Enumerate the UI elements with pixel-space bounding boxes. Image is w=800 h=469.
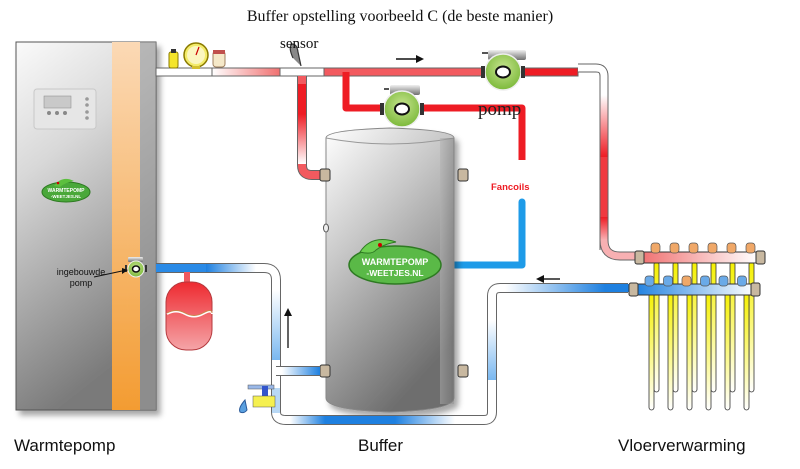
- manifold-return-valve: [737, 275, 747, 287]
- tank-return-pipe: [276, 366, 320, 376]
- floor-loop-return: [648, 291, 655, 411]
- tank-sensor-socket: [323, 223, 329, 233]
- manifold-supply-valve: [707, 242, 718, 254]
- heat-pump-caption: Warmtepomp: [14, 436, 116, 455]
- logo-text-small-2: -WEETJES.NL: [51, 194, 82, 199]
- floor-loop-return: [667, 291, 674, 411]
- expansion-vessel: [165, 272, 213, 351]
- manifold-return-valve: [718, 275, 729, 287]
- built-in-pump: [125, 257, 147, 278]
- manifold-return-valve: [681, 275, 692, 287]
- circulation-pump-fancoil: [380, 85, 424, 128]
- circulation-pump-main: [481, 50, 526, 91]
- flow-arrow-left: [536, 275, 560, 283]
- tank-connection-bottom-right: [457, 364, 469, 378]
- tank-connection-bottom-left: [319, 364, 331, 378]
- manifold-supply-valve: [650, 242, 661, 254]
- diagram-title: Buffer opstelling voorbeeld C (de beste …: [246, 8, 554, 25]
- logo-text-small-1: WARMTEPOMP: [48, 188, 86, 194]
- logo-text-1: WARMTEPOMP: [362, 257, 429, 267]
- safety-valve-icon: [212, 50, 226, 68]
- floor-heating-caption: Vloerverwarming: [618, 436, 746, 455]
- drain-tap-icon: [239, 384, 276, 414]
- supply-pipe: [155, 63, 642, 261]
- brand-logo: WARMTEPOMP -WEETJES.NL: [348, 239, 442, 285]
- manifold-supply-valve: [688, 242, 699, 254]
- tank-supply-pipe: [297, 76, 320, 180]
- brand-logo-small: WARMTEPOMP -WEETJES.NL: [41, 178, 91, 203]
- floor-loop-supply: [653, 261, 660, 393]
- flow-arrow-right: [396, 55, 424, 63]
- built-in-pump-label-line1: ingebouwde: [56, 267, 106, 277]
- return-pipe-heatpump: [156, 263, 629, 425]
- pressure-gauge-icon: [183, 42, 209, 69]
- fancoils-label: Fancoils: [491, 182, 530, 193]
- manifold-supply-cap-left: [634, 250, 645, 265]
- floor-loop-return: [724, 291, 731, 411]
- flow-arrow-up: [284, 308, 292, 348]
- air-vent-icon: [168, 49, 179, 69]
- manifold-return-valve: [700, 275, 710, 287]
- manifold-return-cap-left: [628, 282, 639, 297]
- floor-loop-return: [743, 291, 750, 411]
- manifold-supply-bar: [639, 251, 759, 264]
- manifold-supply-cap-right: [755, 250, 766, 265]
- manifold-supply-valve: [726, 242, 737, 254]
- pump-label: pomp: [478, 99, 522, 120]
- built-in-pump-label: ingebouwde pomp: [48, 267, 114, 289]
- fancoil-return-pipe: [450, 198, 526, 269]
- sensor-icon: [289, 43, 302, 67]
- manifold-supply-valve: [745, 242, 756, 254]
- floor-loop-supply: [691, 261, 698, 393]
- floor-loop-supply: [710, 261, 717, 393]
- sensor-label: sensor: [280, 36, 319, 52]
- floor-loop-return: [705, 291, 712, 411]
- tank-connection-top-right: [457, 168, 469, 182]
- fancoil-supply-pipe: [342, 72, 526, 160]
- manifold-supply-valve: [669, 242, 680, 254]
- floor-loop-return: [686, 291, 693, 411]
- manifold-return-valve: [663, 275, 673, 287]
- tank-connection-top-left: [319, 168, 331, 182]
- controller-panel: [33, 88, 97, 130]
- floor-heating-manifold: [628, 242, 766, 411]
- logo-text-2: -WEETJES.NL: [366, 268, 423, 278]
- buffer-caption: Buffer: [358, 436, 404, 455]
- floor-loop-supply: [748, 261, 755, 393]
- built-in-pump-label-line2: pomp: [69, 278, 93, 288]
- manifold-return-valve: [644, 275, 655, 287]
- floor-loop-supply: [672, 261, 679, 393]
- manifold-return-cap-right: [750, 282, 761, 297]
- pointer-arrow: [93, 268, 128, 278]
- floor-loop-supply: [729, 261, 736, 393]
